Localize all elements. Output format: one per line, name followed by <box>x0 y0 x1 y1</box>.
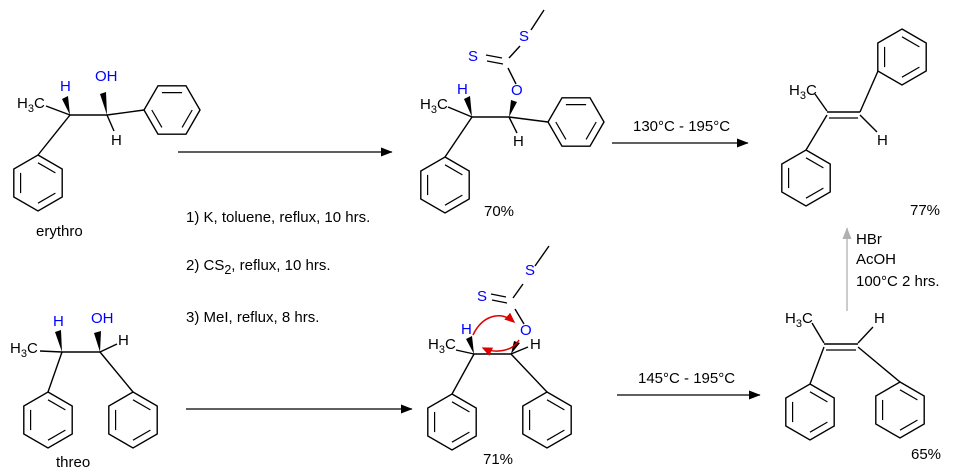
methyl-label: H3C <box>420 97 448 116</box>
atom-sub3: 3 <box>799 90 806 102</box>
benzene-ring <box>143 85 201 135</box>
xanthate-71-structure <box>427 245 572 451</box>
gray-reagent-hbr: HBr <box>856 231 882 248</box>
mechanism-arrow <box>481 339 520 356</box>
hydroxyl-label: OH <box>95 68 118 85</box>
gray-reagent-acoh: AcOH <box>856 251 897 268</box>
hydrogen-label: H <box>877 132 888 149</box>
atom-h: H <box>789 82 800 99</box>
bonds <box>809 322 901 385</box>
atom-h: H <box>10 340 21 357</box>
step2-pre: 2) CS <box>186 257 225 274</box>
hydrogen-label: H <box>111 132 122 149</box>
thioether-sulfur-label: S <box>519 28 530 45</box>
methyl-label: H3C <box>17 96 45 115</box>
step2-subscript: 2 <box>224 263 232 277</box>
oxygen-label: O <box>511 82 523 99</box>
atom-sub3: 3 <box>795 318 802 330</box>
methyl-label: H3C <box>428 337 456 356</box>
hydroxyl-label: OH <box>91 310 114 327</box>
product-65-structure <box>785 322 925 441</box>
atom-sub3: 3 <box>20 348 27 360</box>
product-77-structure <box>781 28 927 207</box>
methyl-label: H3C <box>785 311 813 330</box>
methyl-label: H3C <box>10 341 38 360</box>
atom-h: H <box>17 95 28 112</box>
atom-h: H <box>420 96 431 113</box>
hydrogen-label: H <box>874 310 885 327</box>
temperature-label-bottom: 145°C - 195°C <box>638 370 736 387</box>
step2-post: , reflux, 10 hrs. <box>231 257 331 274</box>
thioether-sulfur-label: S <box>525 262 536 279</box>
yield-label-65: 65% <box>911 446 942 463</box>
atom-c: C <box>444 336 456 353</box>
benzene-ring <box>522 391 572 449</box>
threo-structure <box>23 330 158 449</box>
hydrogen-label: H <box>118 332 129 349</box>
atom-h: H <box>785 310 796 327</box>
atom-sub3: 3 <box>438 344 445 356</box>
yield-label-70: 70% <box>484 203 515 220</box>
bonds <box>444 9 549 158</box>
gray-condition-label: 100°C 2 hrs. <box>856 273 940 290</box>
benzene-ring <box>785 383 835 441</box>
hydrogen-label: H <box>457 81 468 98</box>
atom-h: H <box>428 336 439 353</box>
benzene-ring <box>13 154 63 212</box>
thione-sulfur-label: S <box>477 288 488 305</box>
atom-sub3: 3 <box>430 104 437 116</box>
mechanism-arrow <box>472 312 516 336</box>
benzene-ring <box>547 97 605 147</box>
benzene-ring <box>23 391 73 449</box>
hydrogen-label: H <box>461 321 472 338</box>
erythro-structure <box>13 85 201 212</box>
thione-sulfur-label: S <box>468 48 479 65</box>
xanthate-70-structure <box>420 9 605 214</box>
atom-c: C <box>436 96 448 113</box>
methyl-label: H3C <box>789 83 817 102</box>
benzene-ring <box>108 391 158 449</box>
bonds <box>37 92 145 156</box>
conditions-step-1: 1) K, toluene, reflux, 10 hrs. <box>186 209 371 226</box>
benzene-ring <box>877 28 927 86</box>
atom-c: C <box>805 82 817 99</box>
atom-c: C <box>801 310 813 327</box>
bonds <box>805 70 879 151</box>
yield-label-77: 77% <box>910 202 941 219</box>
benzene-ring <box>420 156 470 214</box>
yield-label-71: 71% <box>483 451 514 468</box>
hydrogen-label: H <box>60 78 71 95</box>
conditions-step-2: 2) CS2, reflux, 10 hrs. <box>186 258 331 277</box>
hydrogen-label: H <box>513 133 524 150</box>
bonds <box>39 330 134 393</box>
atom-sub3: 3 <box>27 103 34 115</box>
benzene-ring <box>781 149 831 207</box>
oxygen-label: O <box>520 322 532 339</box>
benzene-ring <box>427 393 477 451</box>
hydrogen-label: H <box>53 313 64 330</box>
hydrogen-label: H <box>530 336 541 353</box>
benzene-ring <box>875 381 925 439</box>
compound-name-erythro: erythro <box>36 223 83 240</box>
conditions-step-3: 3) MeI, reflux, 8 hrs. <box>186 309 320 326</box>
temperature-label-top: 130°C - 195°C <box>633 118 731 135</box>
atom-c: C <box>33 95 45 112</box>
atom-c: C <box>26 340 38 357</box>
compound-name-threo: threo <box>56 454 91 471</box>
